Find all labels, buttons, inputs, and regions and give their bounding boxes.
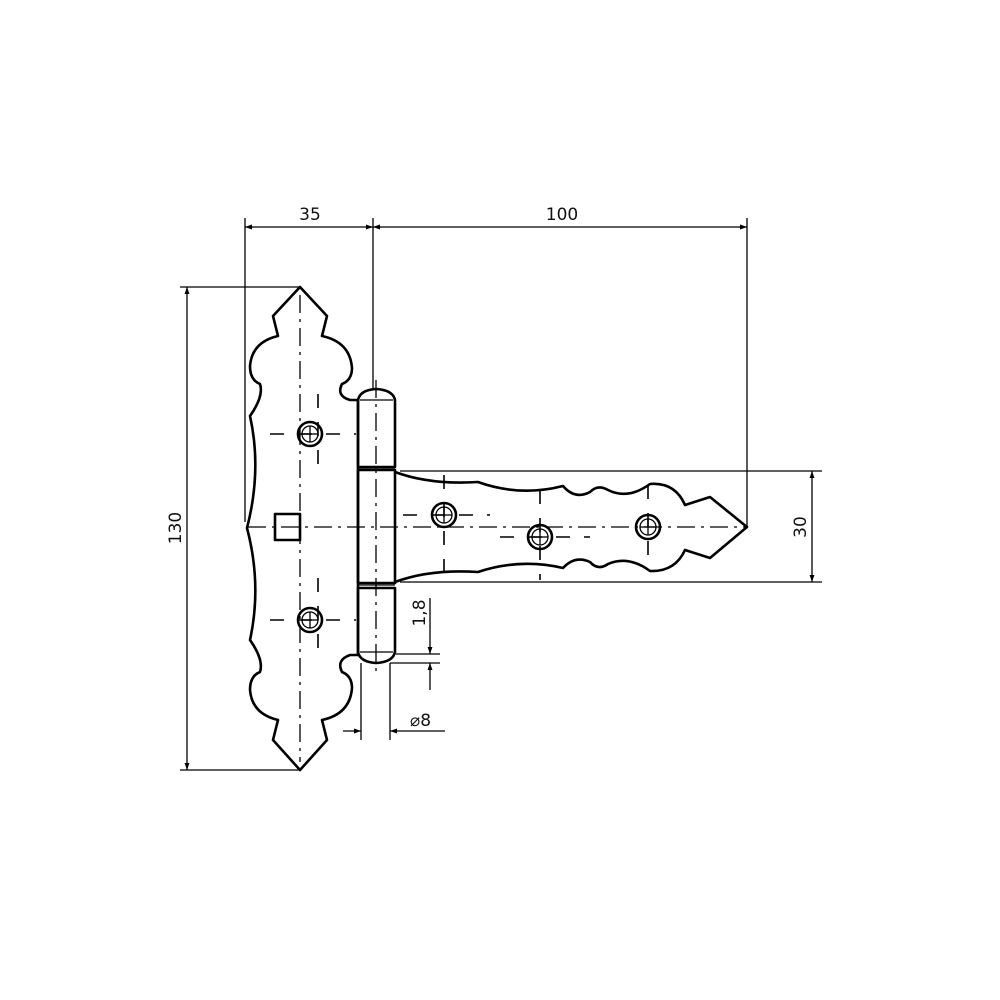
dim-gap: 1,8	[410, 599, 430, 626]
dim-strap-width: 30	[791, 516, 811, 538]
center-lines	[248, 295, 745, 762]
left-leaf-outline	[245, 285, 360, 772]
dim-leaf-width: 35	[299, 205, 321, 225]
dim-pin-diameter: ⌀8	[410, 711, 431, 731]
dimension-lines	[180, 218, 822, 771]
dim-total-height: 130	[166, 512, 186, 544]
dim-strap-length: 100	[546, 205, 578, 225]
